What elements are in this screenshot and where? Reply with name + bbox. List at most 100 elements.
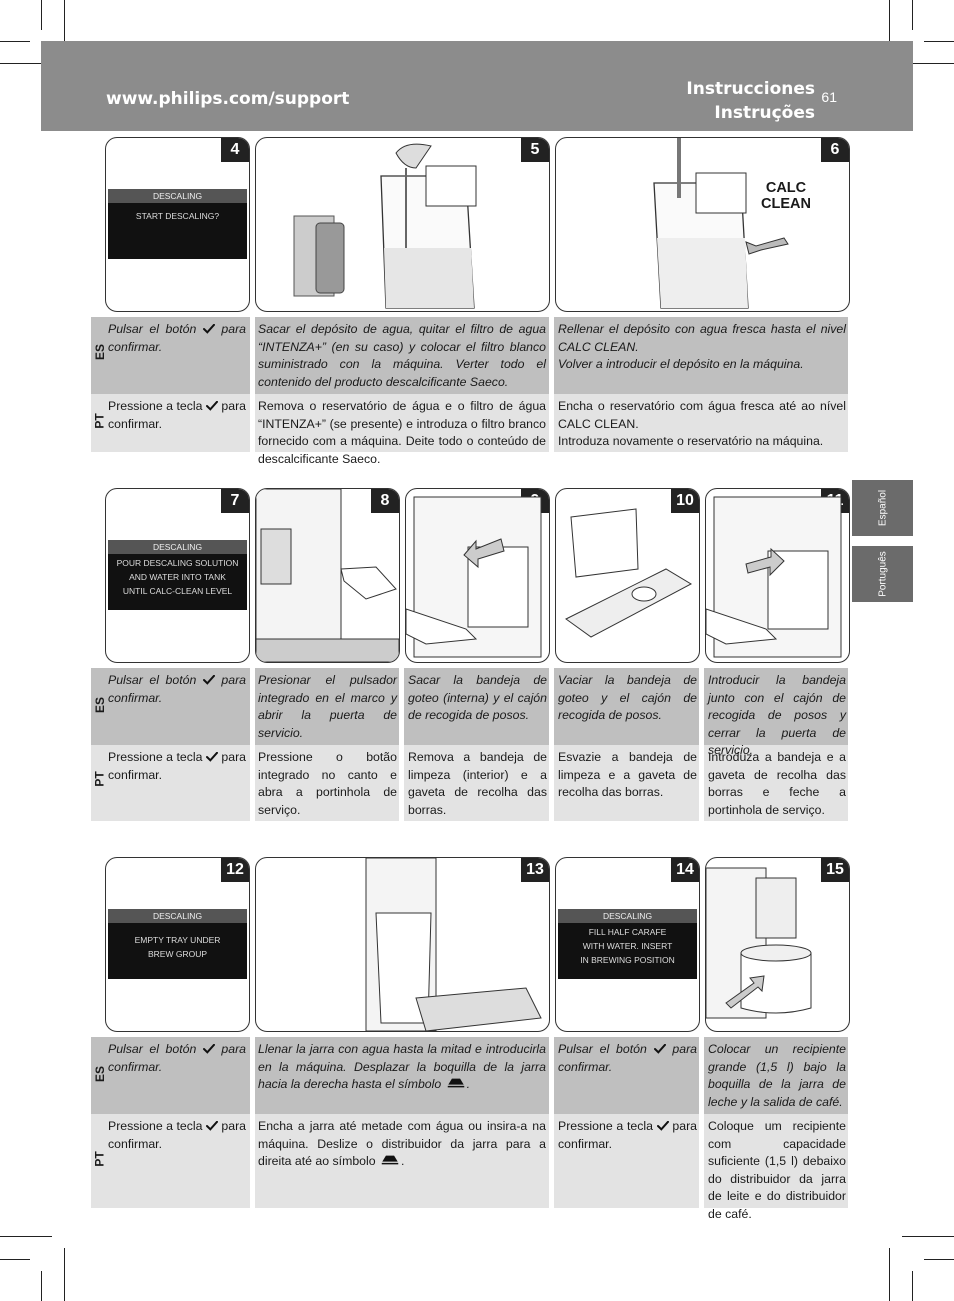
text-part: Pressione a tecla bbox=[108, 399, 206, 413]
row1-pt-band bbox=[91, 394, 848, 452]
step6-pt-text: Encha o reservatório com água fresca até… bbox=[558, 399, 846, 448]
tab-portugues-label: Português bbox=[877, 551, 888, 597]
check-button-icon bbox=[206, 401, 218, 411]
check-button-icon bbox=[657, 1121, 669, 1131]
step11-es-text: Introducir la bandeja junto con el cajón… bbox=[708, 673, 846, 757]
lang-label-es: ES bbox=[93, 343, 108, 361]
step10-es-text: Vaciar la bandeja de goteo y el cajón de… bbox=[558, 673, 697, 722]
lang-label-es: ES bbox=[93, 1065, 108, 1083]
display-title: DESCALING bbox=[108, 909, 247, 923]
step-15-panel: 15 bbox=[705, 857, 850, 1032]
display-title: DESCALING bbox=[108, 540, 247, 554]
machine-display: DESCALING POUR DESCALING SOLUTION AND WA… bbox=[108, 540, 247, 610]
step-6-panel: 6 CALC CLEAN bbox=[555, 137, 850, 312]
text-part: Pulsar el botón bbox=[108, 1042, 203, 1056]
carafe-symbol-icon bbox=[445, 1077, 467, 1089]
step-number: 10 bbox=[671, 489, 699, 513]
step12-es-text: Pulsar el botón para confirmar. bbox=[108, 1041, 246, 1076]
header-title-pt: Instruções bbox=[714, 103, 815, 123]
step-number: 12 bbox=[221, 858, 249, 882]
tab-espanol-label: Español bbox=[877, 489, 888, 527]
tab-espanol[interactable]: Español bbox=[852, 480, 913, 536]
step-12-panel: 12 DESCALING EMPTY TRAY UNDER BREW GROUP bbox=[105, 857, 250, 1032]
display-message: EMPTY TRAY UNDER BREW GROUP bbox=[134, 935, 221, 959]
calc-clean-label: CALC CLEAN bbox=[761, 180, 811, 212]
row3-es-band bbox=[91, 1037, 848, 1114]
service-door-illustration bbox=[256, 489, 399, 662]
step15-es-text: Colocar un recipiente grande (1,5 l) baj… bbox=[708, 1042, 846, 1109]
step5-es-text: Sacar el depósito de agua, quitar el fil… bbox=[258, 322, 546, 389]
row2-pt-band bbox=[91, 745, 848, 821]
lang-label-es: ES bbox=[93, 696, 108, 714]
display-title: DESCALING bbox=[108, 189, 247, 203]
step-11-panel: 11 bbox=[705, 488, 850, 663]
text-part: para confirmar. bbox=[108, 322, 247, 354]
step4-pt-text: Pressione a tecla para confirmar. bbox=[108, 398, 246, 433]
step12-pt-text: Pressione a tecla para confirmar. bbox=[108, 1118, 246, 1153]
step-number: 7 bbox=[221, 489, 249, 513]
step8-pt-text: Pressione o botão integrado no canto e a… bbox=[258, 750, 397, 817]
check-button-icon bbox=[206, 1121, 218, 1131]
lang-label-pt: PT bbox=[92, 1151, 107, 1167]
tab-portugues[interactable]: Português bbox=[852, 546, 913, 602]
step-10-panel: 10 bbox=[555, 488, 700, 663]
step15-pt-text: Coloque um recipiente com capacidade suf… bbox=[708, 1119, 846, 1221]
text-part: para confirmar. bbox=[558, 1042, 698, 1074]
step-number: 5 bbox=[521, 138, 549, 162]
text-part: para confirmar. bbox=[108, 399, 247, 431]
machine-display: DESCALING FILL HALF CARAFE WITH WATER. I… bbox=[558, 909, 697, 979]
lang-label-pt: PT bbox=[92, 771, 107, 787]
step7-es-text: Pulsar el botón para confirmar. bbox=[108, 672, 246, 707]
text-part: Pulsar el botón bbox=[558, 1042, 654, 1056]
remove-drip-tray-illustration bbox=[406, 496, 542, 658]
machine-display: DESCALING EMPTY TRAY UNDER BREW GROUP bbox=[108, 909, 247, 979]
text-part: para confirmar. bbox=[108, 1119, 247, 1151]
text-part: Pressione a tecla bbox=[108, 1119, 206, 1133]
step4-es-text: Pulsar el botón para confirmar. bbox=[108, 321, 246, 356]
page-number: 61 bbox=[821, 89, 837, 105]
tank-fill-illustration bbox=[653, 138, 789, 309]
row1-es-band bbox=[91, 317, 848, 394]
step-14-panel: 14 DESCALING FILL HALF CARAFE WITH WATER… bbox=[555, 857, 700, 1032]
insert-drip-tray-illustration bbox=[706, 496, 842, 658]
step10-pt-text: Esvazie a bandeja de limpeza e a gaveta … bbox=[558, 750, 697, 799]
text-part: Pulsar el botón bbox=[108, 322, 203, 336]
text-part: Llenar la jarra con agua hasta la mitad … bbox=[258, 1042, 546, 1091]
check-button-icon bbox=[203, 675, 215, 685]
support-url[interactable]: www.philips.com/support bbox=[106, 89, 350, 109]
step7-pt-text: Pressione a tecla para confirmar. bbox=[108, 749, 246, 784]
step13-pt-text: Encha a jarra até metade com água ou ins… bbox=[258, 1118, 546, 1171]
display-title: DESCALING bbox=[558, 909, 697, 923]
text-part: para confirmar. bbox=[108, 1042, 247, 1074]
step-number: 13 bbox=[521, 858, 549, 882]
step-9-panel: 9 bbox=[405, 488, 550, 663]
insert-carafe-illustration bbox=[365, 858, 542, 1031]
text-part: Pressione a tecla bbox=[108, 750, 206, 764]
step-number: 14 bbox=[671, 858, 699, 882]
step9-pt-text: Remova a bandeja de limpeza (interior) e… bbox=[408, 750, 547, 817]
display-message: FILL HALF CARAFE WITH WATER. INSERT IN B… bbox=[580, 927, 675, 965]
machine-display: DESCALING START DESCALING? bbox=[108, 189, 247, 259]
text-part: Pressione a tecla bbox=[558, 1119, 657, 1133]
step14-pt-text: Pressione a tecla para confirmar. bbox=[558, 1118, 697, 1153]
text-part: Pulsar el botón bbox=[108, 673, 203, 687]
step-number: 6 bbox=[821, 138, 849, 162]
text-part: . bbox=[466, 1077, 471, 1091]
step-number: 8 bbox=[371, 489, 399, 513]
row3-pt-band bbox=[91, 1114, 848, 1208]
carafe-symbol-icon bbox=[379, 1154, 401, 1166]
header-title-es: Instrucciones bbox=[686, 79, 815, 99]
row2-es-band bbox=[91, 668, 848, 745]
step11-pt-text: Introduza a bandeja e a gaveta de recolh… bbox=[708, 750, 846, 817]
check-button-icon bbox=[203, 1044, 215, 1054]
step5-pt-text: Remova o reservatório de água e o filtro… bbox=[258, 399, 546, 466]
text-part: Encha a jarra até metade com água ou ins… bbox=[258, 1119, 546, 1168]
step14-es-text: Pulsar el botón para confirmar. bbox=[558, 1041, 697, 1076]
step-number: 4 bbox=[221, 138, 249, 162]
step13-es-text: Llenar la jarra con agua hasta la mitad … bbox=[258, 1041, 546, 1094]
empty-tray-illustration bbox=[565, 508, 693, 638]
check-button-icon bbox=[206, 752, 218, 762]
check-button-icon bbox=[654, 1044, 666, 1054]
text-part: . bbox=[401, 1154, 405, 1168]
step9-es-text: Sacar la bandeja de goteo (interna) y el… bbox=[408, 673, 547, 722]
